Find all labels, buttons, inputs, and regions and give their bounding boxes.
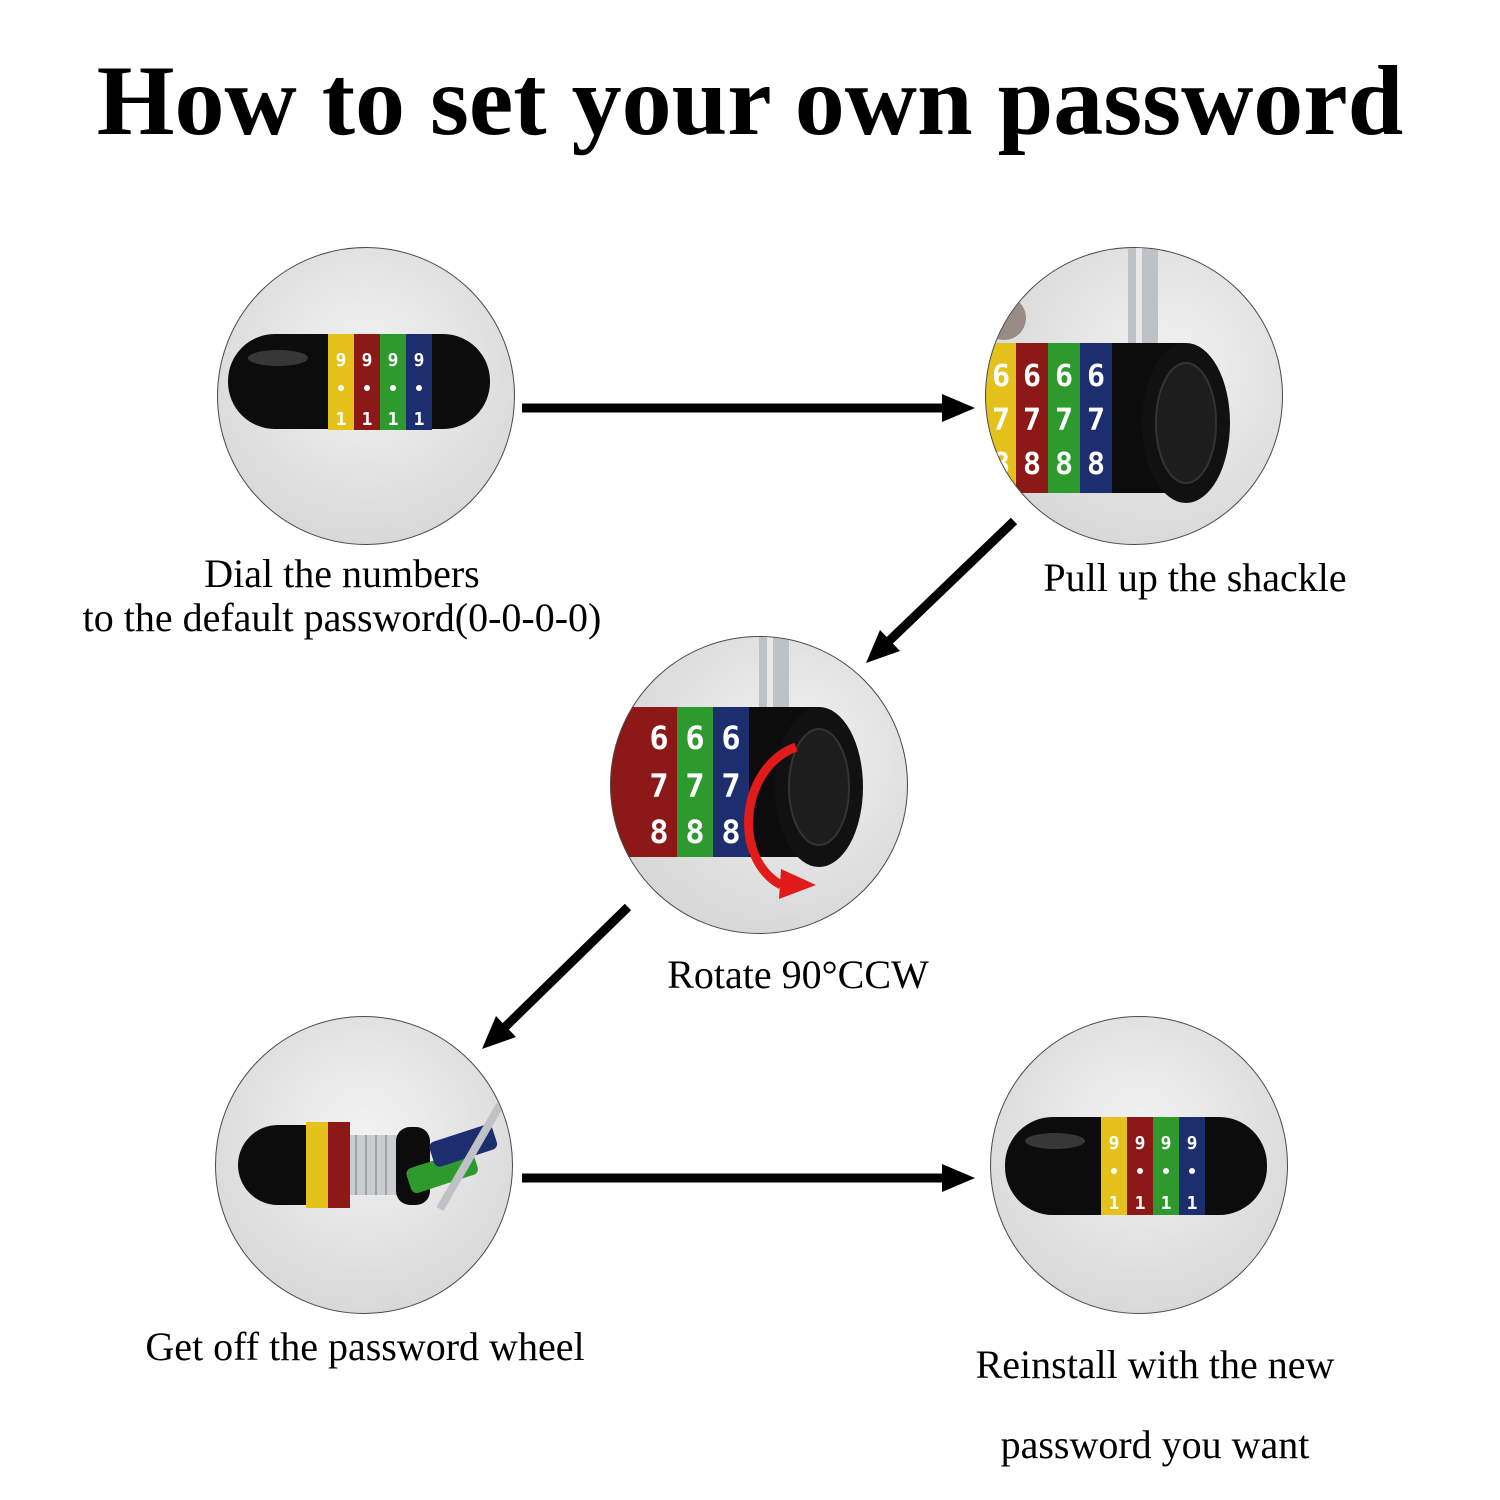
caption-line: Reinstall with the new [925,1325,1385,1405]
caption-line: Get off the password wheel [85,1325,645,1369]
svg-text:6: 6 [1055,359,1073,394]
step-3-caption: Rotate 90°CCW [598,953,998,997]
svg-text:8: 8 [649,813,668,851]
svg-text:9: 9 [362,350,373,371]
svg-text:7: 7 [992,403,1010,438]
svg-text:8: 8 [1055,447,1073,482]
svg-text:9: 9 [388,350,399,371]
caption-line: to the default password(0-0-0-0) [22,596,662,640]
svg-text:7: 7 [1023,403,1041,438]
svg-text:8: 8 [721,813,740,851]
svg-text:1: 1 [1109,1193,1120,1214]
caption-line: Pull up the shackle [985,556,1405,600]
svg-text:7: 7 [685,767,704,805]
arrow-step4-to-step5 [522,1164,975,1192]
step-2-caption: Pull up the shackle [985,556,1405,600]
svg-text:8: 8 [1023,447,1041,482]
svg-text:9: 9 [414,350,425,371]
svg-text:6: 6 [721,719,740,757]
step-1-caption: Dial the numbers to the default password… [22,552,662,640]
svg-text:9: 9 [1109,1133,1120,1154]
svg-text:6: 6 [685,719,704,757]
svg-text:9: 9 [1135,1133,1146,1154]
svg-text:1: 1 [362,409,373,430]
svg-text:1: 1 [336,409,347,430]
caption-line: password you want [925,1405,1385,1485]
svg-text:6: 6 [1087,359,1105,394]
svg-text:7: 7 [721,767,740,805]
svg-text:1: 1 [1187,1193,1198,1214]
step-4-caption: Get off the password wheel [85,1325,645,1369]
caption-line: Rotate 90°CCW [598,953,998,997]
svg-text:1: 1 [388,409,399,430]
svg-text:6: 6 [1023,359,1041,394]
svg-text:8: 8 [685,813,704,851]
svg-text:9: 9 [1187,1133,1198,1154]
svg-text:6: 6 [649,719,668,757]
step-5-caption: Reinstall with the new password you want [925,1325,1385,1485]
svg-text:7: 7 [649,767,668,805]
svg-text:1: 1 [414,409,425,430]
svg-text:7: 7 [1087,403,1105,438]
caption-line: Dial the numbers [22,552,662,596]
password-wheel-removed-icon [216,1017,513,1314]
step-4-photo [215,1016,513,1314]
svg-text:9: 9 [336,350,347,371]
svg-text:1: 1 [1135,1193,1146,1214]
svg-text:7: 7 [1055,403,1073,438]
svg-text:1: 1 [1161,1193,1172,1214]
svg-text:8: 8 [1087,447,1105,482]
svg-text:9: 9 [1161,1133,1172,1154]
svg-text:6: 6 [992,359,1010,394]
arrow-step1-to-step2 [522,394,975,422]
